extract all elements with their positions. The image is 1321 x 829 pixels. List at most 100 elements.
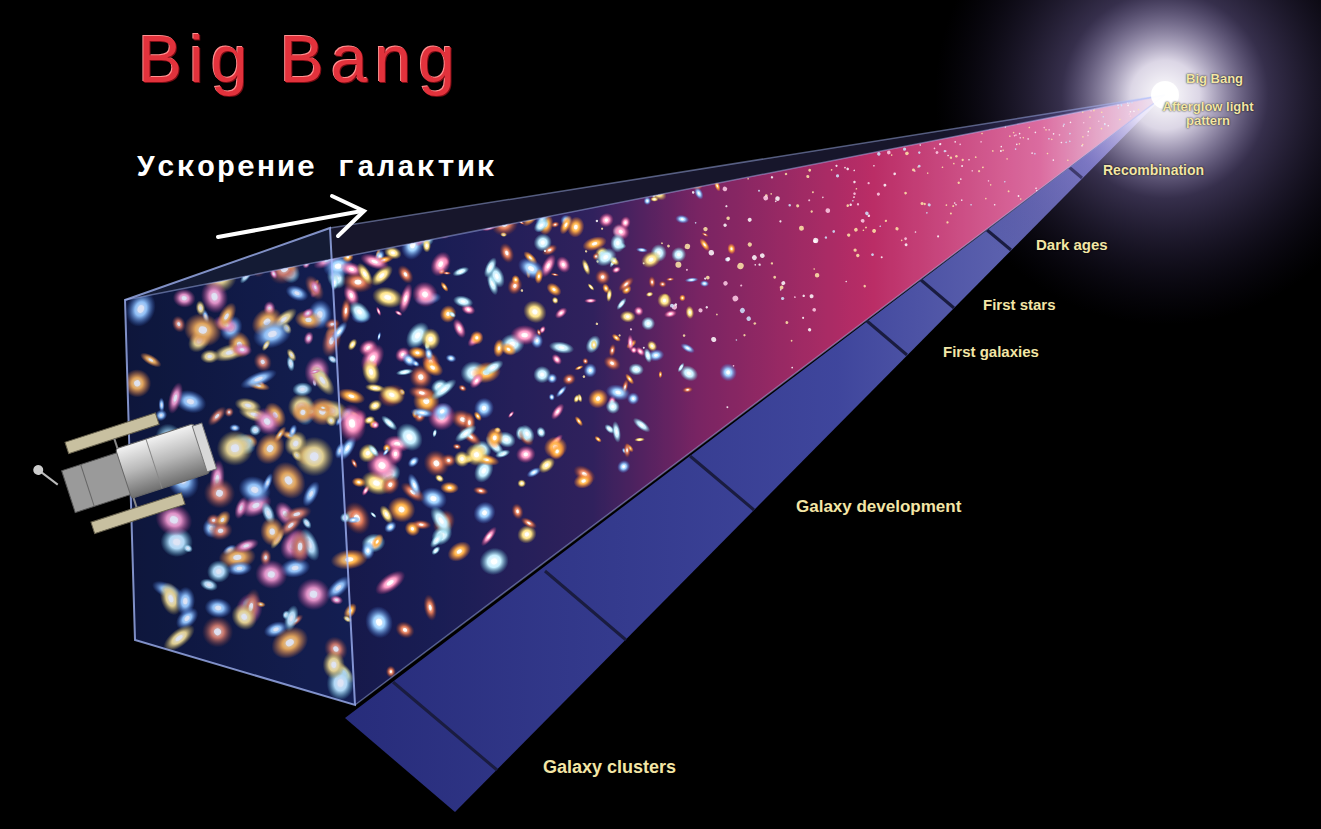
galaxy-halo xyxy=(573,415,584,428)
galaxy xyxy=(550,352,565,367)
distant-galaxy xyxy=(1098,120,1100,122)
galaxy xyxy=(479,357,506,379)
distant-galaxy xyxy=(1130,115,1132,117)
distant-galaxy xyxy=(1039,116,1041,118)
galaxy xyxy=(739,307,746,314)
galaxy-halo xyxy=(551,296,560,306)
distant-galaxy xyxy=(582,375,586,379)
distant-galaxy xyxy=(970,204,972,206)
galaxy-core xyxy=(434,432,435,434)
galaxy-halo xyxy=(354,440,381,467)
galaxy xyxy=(770,193,772,195)
distant-galaxy xyxy=(1004,181,1006,183)
distant-galaxy xyxy=(723,223,728,228)
galaxy xyxy=(713,179,722,192)
galaxy-halo xyxy=(727,243,737,255)
galaxy-core xyxy=(567,378,571,381)
galaxy xyxy=(675,261,682,268)
galaxy-halo xyxy=(583,362,598,378)
galaxy xyxy=(469,330,485,346)
galaxy xyxy=(682,386,694,394)
galaxy xyxy=(610,332,622,343)
galaxy xyxy=(796,204,799,207)
galaxy-halo xyxy=(701,231,710,238)
galaxy xyxy=(736,262,745,271)
distant-galaxy xyxy=(775,200,777,202)
distant-galaxy xyxy=(674,303,678,307)
distant-galaxy xyxy=(1069,140,1071,142)
galaxy xyxy=(830,169,832,171)
galaxy-core xyxy=(337,329,342,335)
distant-galaxy xyxy=(853,196,855,198)
distant-galaxy xyxy=(806,175,810,179)
galaxy-halo xyxy=(530,230,555,255)
distant-galaxy xyxy=(939,143,942,146)
galaxy xyxy=(394,262,417,287)
galaxy-halo xyxy=(406,362,436,393)
distant-galaxy xyxy=(846,204,850,208)
galaxy xyxy=(354,260,376,287)
galaxy xyxy=(519,296,552,328)
galaxy-halo xyxy=(392,618,417,642)
distant-galaxy xyxy=(982,166,984,168)
galaxy xyxy=(674,303,678,307)
galaxy xyxy=(593,267,612,287)
galaxy xyxy=(743,334,746,337)
galaxy xyxy=(1027,138,1029,140)
galaxy xyxy=(975,156,977,158)
galaxy-halo xyxy=(608,343,617,358)
galaxy xyxy=(871,253,875,257)
distant-galaxy xyxy=(773,275,777,279)
galaxy-halo xyxy=(352,228,372,247)
galaxy xyxy=(852,200,854,202)
galaxy xyxy=(452,422,479,445)
distant-galaxy xyxy=(781,280,787,286)
galaxy xyxy=(781,280,787,286)
galaxy-core xyxy=(630,341,632,345)
galaxy xyxy=(631,415,653,435)
galaxy-core xyxy=(428,352,431,355)
galaxy xyxy=(516,422,538,446)
galaxy-core xyxy=(438,261,444,268)
galaxy-core xyxy=(689,311,691,314)
distant-galaxy xyxy=(849,203,852,206)
galaxy xyxy=(846,204,850,208)
galaxy xyxy=(679,294,686,301)
galaxy-core xyxy=(419,411,424,414)
galaxy xyxy=(629,345,639,355)
galaxy-core xyxy=(421,290,429,298)
galaxy-halo xyxy=(516,422,538,446)
galaxy xyxy=(1035,187,1037,189)
galaxy xyxy=(904,243,908,247)
galaxy-halo xyxy=(596,210,617,230)
galaxy xyxy=(452,443,462,451)
galaxy-halo xyxy=(572,471,596,491)
galaxy-core xyxy=(505,250,509,255)
galaxy-core xyxy=(538,275,540,279)
galaxy-halo xyxy=(402,518,423,539)
galaxy xyxy=(853,248,856,251)
distant-galaxy xyxy=(918,151,921,154)
distant-galaxy xyxy=(711,336,717,342)
galaxy-core xyxy=(716,184,718,187)
galaxy-core xyxy=(481,405,486,411)
galaxy-core xyxy=(559,346,565,350)
distant-galaxy xyxy=(822,196,824,198)
distant-galaxy xyxy=(926,212,928,214)
galaxy-core xyxy=(415,351,419,354)
galaxy xyxy=(1130,111,1132,113)
galaxy xyxy=(917,164,921,168)
galaxy xyxy=(574,364,584,371)
galaxy xyxy=(596,210,617,230)
distant-galaxy xyxy=(863,284,866,287)
galaxy xyxy=(494,212,508,226)
galaxy-halo xyxy=(394,309,404,317)
galaxy-core xyxy=(394,452,398,457)
galaxy xyxy=(705,306,708,309)
galaxy-halo xyxy=(572,393,581,404)
galaxy-halo xyxy=(679,294,686,301)
galaxy xyxy=(775,200,777,202)
distant-galaxy xyxy=(1034,153,1036,155)
galaxy xyxy=(986,128,988,130)
galaxy-core xyxy=(639,350,642,353)
